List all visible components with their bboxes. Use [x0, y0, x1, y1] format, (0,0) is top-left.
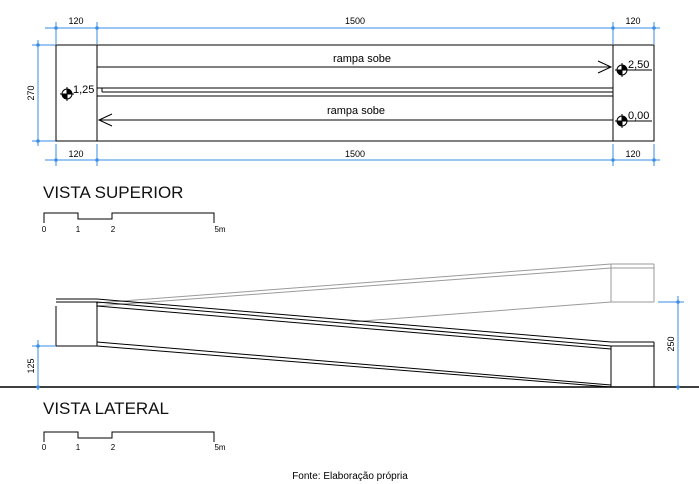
svg-text:2: 2 — [111, 225, 116, 234]
bottom-dimension-line: 120 1500 120 — [45, 144, 660, 166]
dim-height: 270 — [26, 85, 36, 100]
dim-right-250: 250 — [658, 296, 684, 390]
scale-bar-top: 0 1 2 5m — [42, 212, 226, 234]
level-right-lower-value: 0,00 — [628, 110, 649, 122]
svg-text:1: 1 — [76, 443, 81, 452]
dim-left-125: 125 — [26, 340, 56, 390]
level-right-upper-value: 2,50 — [628, 59, 649, 71]
plan-outline — [55, 44, 655, 142]
dim-top-left: 120 — [68, 16, 83, 26]
side-view: 125 250 VISTA LATERAL 0 1 2 5m — [0, 263, 699, 452]
dim-right-value: 250 — [666, 336, 676, 351]
dim-bottom-center: 1500 — [345, 149, 365, 159]
level-marker-right-upper: 2,50 — [615, 59, 652, 77]
dim-bottom-right: 120 — [625, 149, 640, 159]
level-left-value: 1,25 — [73, 84, 94, 96]
svg-text:1: 1 — [76, 225, 81, 234]
dim-bottom-left: 120 — [68, 149, 83, 159]
svg-text:5m: 5m — [214, 443, 225, 452]
top-dimension-line: 120 1500 120 — [45, 16, 660, 44]
dim-top-right: 120 — [625, 16, 640, 26]
dim-left-value: 125 — [26, 358, 36, 373]
upper-ramp — [95, 263, 655, 323]
svg-text:5m: 5m — [214, 225, 225, 234]
top-view-title: VISTA SUPERIOR — [43, 183, 183, 202]
svg-text:0: 0 — [42, 225, 47, 234]
dim-top-center: 1500 — [345, 16, 365, 26]
ramp-lower-label: rampa sobe — [327, 105, 385, 117]
ramp-lower-arrow: rampa sobe — [97, 105, 613, 127]
ramp-upper-arrow: rampa sobe — [97, 53, 613, 74]
ramp-upper-label: rampa sobe — [333, 53, 391, 65]
svg-text:0: 0 — [42, 443, 47, 452]
level-marker-left: 1,25 — [60, 84, 94, 101]
top-view: 120 1500 120 270 rampa sobe — [26, 16, 660, 234]
source-caption: Fonte: Elaboração própria — [292, 471, 408, 482]
side-view-title: VISTA LATERAL — [43, 399, 169, 418]
level-marker-right-lower: 0,00 — [615, 110, 652, 128]
lower-ramp — [55, 298, 655, 388]
left-dimension-line: 270 — [26, 40, 56, 146]
svg-text:2: 2 — [111, 443, 116, 452]
scale-bar-bottom: 0 1 2 5m — [42, 431, 226, 452]
